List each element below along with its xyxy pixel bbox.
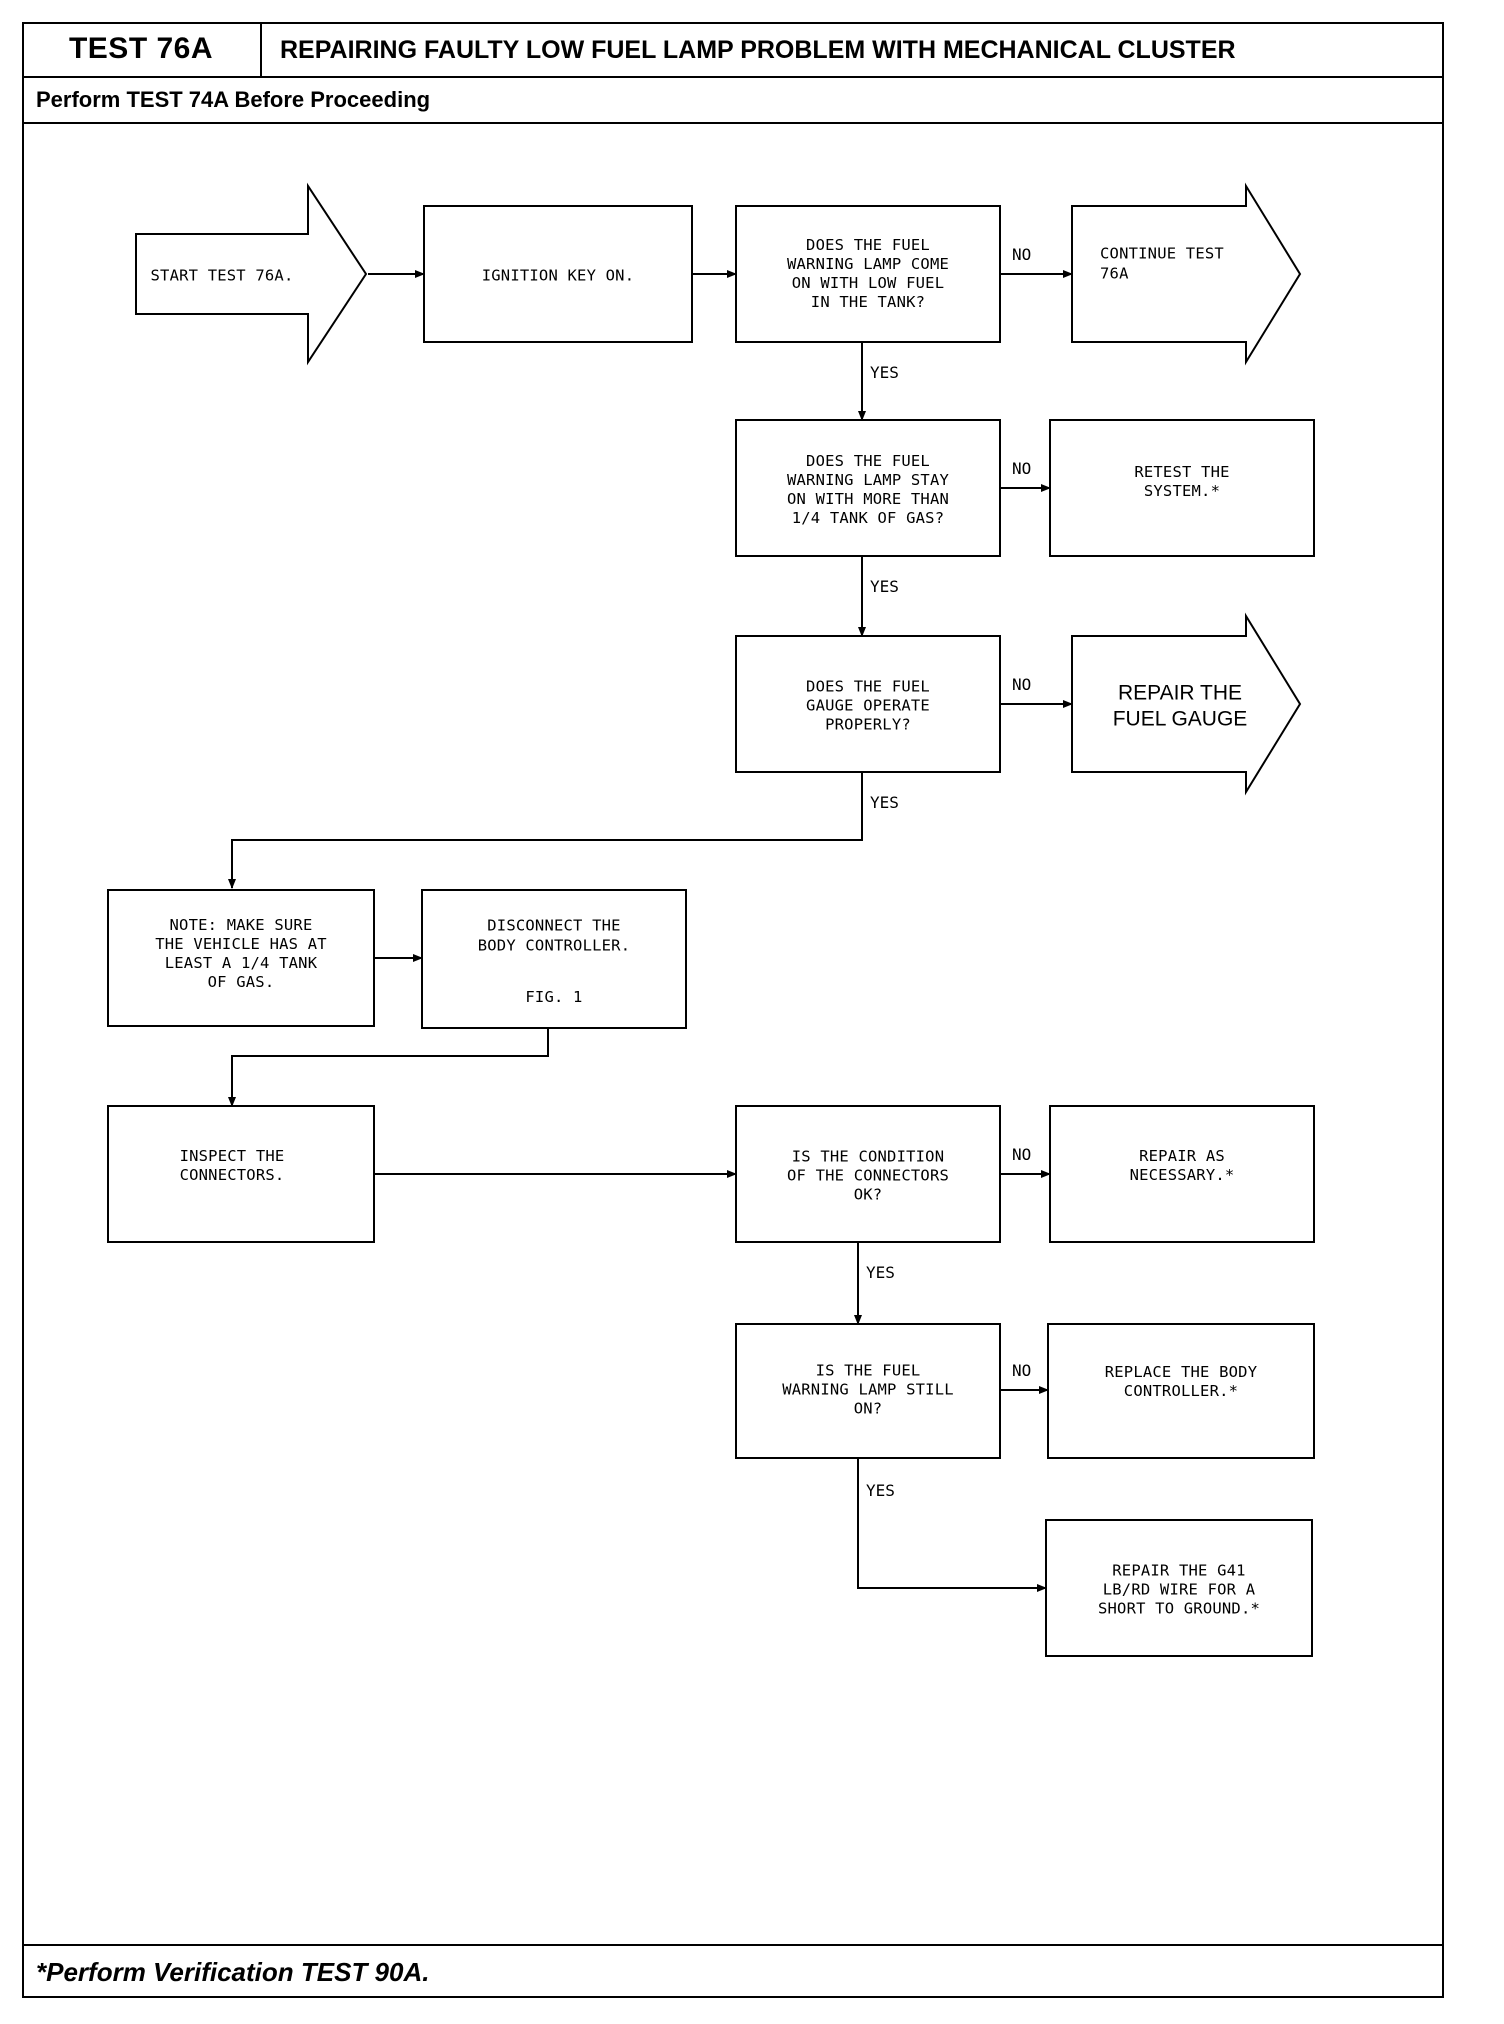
- text-line: CONNECTORS.: [180, 1166, 285, 1184]
- text-line: IS THE FUEL: [816, 1361, 921, 1379]
- replace-controller-box: [1047, 1323, 1315, 1459]
- test-number: TEST 76A: [22, 22, 262, 78]
- text-line: RETEST THE: [1134, 463, 1229, 481]
- text-line: REPLACE THE BODY: [1105, 1363, 1258, 1381]
- text-line: SHORT TO GROUND.*: [1098, 1599, 1260, 1617]
- text-line: LB/RD WIRE FOR A: [1103, 1580, 1256, 1598]
- text-line: START TEST 76A.: [151, 266, 294, 284]
- disconnect-box: [421, 889, 687, 1029]
- text-line: REPAIR AS: [1139, 1147, 1225, 1165]
- label-q1-no: NO: [1012, 245, 1031, 264]
- label-q5-no: NO: [1012, 1361, 1031, 1380]
- text-line: CONTINUE TEST: [1100, 245, 1224, 263]
- label-q4-yes: YES: [866, 1263, 895, 1282]
- text-line: REPAIR THE G41: [1112, 1561, 1245, 1579]
- connector-q3-yes: [228, 772, 863, 889]
- text-line: CONTROLLER.*: [1124, 1382, 1238, 1400]
- text-line: LEAST A 1/4 TANK: [165, 954, 318, 972]
- repair-gauge-text: REPAIR THE FUEL GAUGE: [1113, 682, 1248, 731]
- continue-text: CONTINUE TEST 76A: [1100, 245, 1224, 283]
- label-q1-yes: YES: [870, 363, 899, 382]
- decision-box-q3: [735, 635, 1001, 773]
- text-line: 1/4 TANK OF GAS?: [792, 509, 945, 527]
- connector-lines: [228, 270, 1073, 1592]
- text-line: OF GAS.: [208, 973, 275, 991]
- text-line: DOES THE FUEL: [806, 236, 930, 254]
- text-line: BODY CONTROLLER.: [478, 937, 631, 955]
- label-q3-yes: YES: [870, 793, 899, 812]
- decision-box-q2: [735, 419, 1001, 557]
- text-line: IS THE CONDITION: [792, 1147, 945, 1165]
- text-line: REPAIR THE: [1118, 682, 1242, 705]
- text-line: DISCONNECT THE: [487, 917, 620, 935]
- start-text: START TEST 76A.: [151, 266, 294, 284]
- verification-note: *Perform Verification TEST 90A.: [22, 1944, 1444, 1998]
- text-line: DOES THE FUEL: [806, 677, 930, 695]
- text-line: WARNING LAMP STILL: [782, 1380, 954, 1398]
- note-box: [107, 889, 375, 1027]
- text-line: DOES THE FUEL: [806, 452, 930, 470]
- repair-necessary-box: [1049, 1105, 1315, 1243]
- label-q2-yes: YES: [870, 577, 899, 596]
- inspect-box: [107, 1105, 375, 1243]
- text-line: OF THE CONNECTORS: [787, 1166, 949, 1184]
- text-line: OK?: [854, 1185, 883, 1203]
- text-line: ON WITH LOW FUEL: [792, 274, 945, 292]
- repair-gauge-terminal-arrow: [1071, 612, 1302, 796]
- text-line: ON?: [854, 1399, 883, 1417]
- disconnect-text: DISCONNECT THE BODY CONTROLLER.: [478, 917, 631, 955]
- text-line: NOTE: MAKE SURE: [170, 916, 313, 934]
- text-line: IGNITION KEY ON.: [482, 266, 635, 284]
- label-q2-no: NO: [1012, 459, 1031, 478]
- text-line: IN THE TANK?: [811, 293, 925, 311]
- label-q5-yes: YES: [866, 1481, 895, 1500]
- fig-reference: FIG. 1: [525, 988, 582, 1006]
- text-line: THE VEHICLE HAS AT: [155, 935, 327, 953]
- text-line: WARNING LAMP STAY: [787, 471, 950, 489]
- label-q4-no: NO: [1012, 1145, 1031, 1164]
- decision-box-q4: [735, 1105, 1001, 1243]
- text-line: ON WITH MORE THAN: [787, 490, 949, 508]
- connector-q5-yes: [857, 1458, 1047, 1592]
- label-q3-no: NO: [1012, 675, 1031, 694]
- text-line: FUEL GAUGE: [1113, 708, 1248, 731]
- prerequisite-note: Perform TEST 74A Before Proceeding: [22, 78, 1444, 124]
- text-line: WARNING LAMP COME: [787, 255, 949, 273]
- connector-disconnect-to-inspect: [228, 1028, 549, 1107]
- text-line: 76A: [1100, 265, 1129, 283]
- text-line: PROPERLY?: [825, 715, 911, 733]
- text-line: NECESSARY.*: [1130, 1166, 1235, 1184]
- repair-wire-box: [1045, 1519, 1313, 1657]
- decision-box-q5: [735, 1323, 1001, 1459]
- text-line: SYSTEM.*: [1144, 482, 1220, 500]
- start-terminal-arrow: [135, 182, 368, 366]
- ignition-text: IGNITION KEY ON.: [482, 266, 635, 284]
- page-frame: [22, 22, 1444, 1998]
- ignition-box: [423, 205, 693, 343]
- text-line: INSPECT THE: [180, 1147, 285, 1165]
- text-line: GAUGE OPERATE: [806, 696, 930, 714]
- retest-box: [1049, 419, 1315, 557]
- decision-box-q1: [735, 205, 1001, 343]
- continue-terminal-arrow: [1071, 182, 1302, 366]
- page-title: REPAIRING FAULTY LOW FUEL LAMP PROBLEM W…: [280, 35, 1236, 64]
- header-divider: [262, 76, 1444, 78]
